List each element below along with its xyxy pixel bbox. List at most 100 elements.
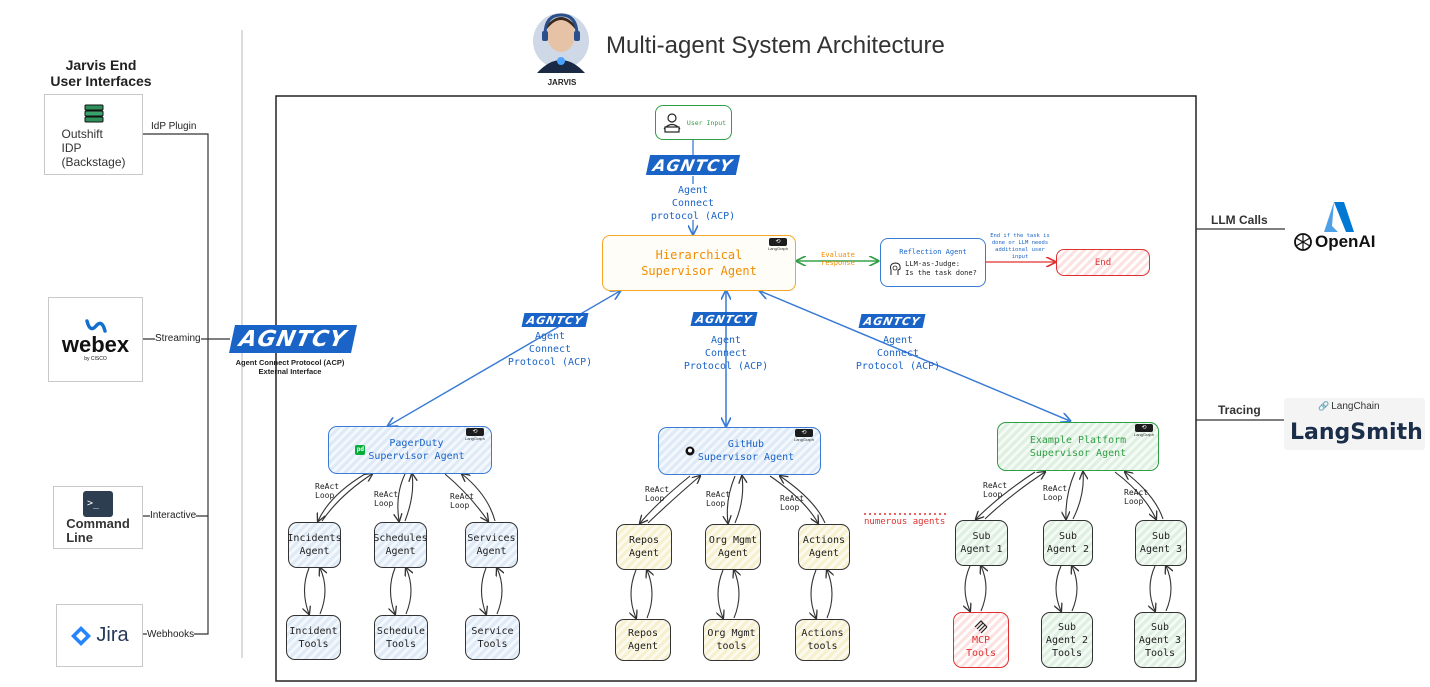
incidents-agent[interactable]: Incidents Agent xyxy=(287,522,342,568)
agntcy-logo-top: AGNTCY xyxy=(645,155,741,175)
actions-agent[interactable]: Actions Agent xyxy=(798,524,850,570)
interface-card-command-line[interactable]: >_ Command Line xyxy=(53,486,143,549)
services-agent[interactable]: Services Agent xyxy=(465,522,518,568)
sub-agent-3[interactable]: Sub Agent 3 xyxy=(1135,520,1187,566)
terminal-icon: >_ xyxy=(83,490,113,517)
langgraph-icon: ⟲ xyxy=(1135,424,1153,432)
evaluate-response-label: Evaluate response xyxy=(821,251,855,267)
webex-wordmark: webex xyxy=(61,331,130,357)
acp-label-center: Agent Connect Protocol (ACP) xyxy=(683,335,769,372)
jira-logo-icon xyxy=(71,625,92,646)
react-loop-label: ReAct Loop xyxy=(983,481,1008,499)
sub-agent-2-tools[interactable]: Sub Agent 2 Tools xyxy=(1041,612,1093,668)
left-panel-heading: Jarvis End User Interfaces xyxy=(50,57,152,89)
webex-subtitle: by CISCO xyxy=(84,355,107,362)
mcp-tools-label: MCP Tools xyxy=(965,635,997,659)
interface-card-jira[interactable]: Jira xyxy=(56,604,143,667)
user-input-box[interactable]: User Input xyxy=(655,105,732,140)
example-platform-supervisor-agent[interactable]: Example Platform Supervisor Agent xyxy=(997,422,1159,471)
jarvis-avatar xyxy=(531,7,591,75)
gateway-caption: Agent Connect Protocol (ACP) External In… xyxy=(235,358,345,376)
page-title: Multi-agent System Architecture xyxy=(606,32,945,59)
langchain-icon: 🔗 xyxy=(1318,401,1330,411)
end-box[interactable]: End xyxy=(1056,249,1150,276)
langgraph-badge: ⟲LangGraph xyxy=(1133,424,1154,437)
react-loop-label: ReAct Loop xyxy=(450,492,475,510)
reflection-body: LLM-as-Judge: Is the task done? xyxy=(905,259,977,277)
schedule-tools[interactable]: Schedule Tools xyxy=(374,615,428,660)
react-loop-label: ReAct Loop xyxy=(315,482,340,500)
langchain-wordmark: LangChain xyxy=(1331,401,1380,412)
user-input-label: User Input xyxy=(686,118,727,127)
azure-logo xyxy=(1322,200,1356,234)
acp-label-top: Agent Connect protocol (ACP) xyxy=(650,185,736,222)
azure-icon xyxy=(1324,202,1354,232)
langgraph-icon: ⟲ xyxy=(466,428,484,436)
numerous-agents-label: numerous agents xyxy=(864,517,946,527)
pagerduty-icon: pd xyxy=(355,445,366,455)
langgraph-icon: ⟲ xyxy=(769,238,787,246)
interface-name: Outshift IDP (Backstage) xyxy=(61,126,126,169)
channel-label-streaming: Streaming xyxy=(155,333,201,344)
jarvis-avatar-icon xyxy=(533,13,589,73)
jira-wordmark: Jira xyxy=(96,624,129,646)
mcp-tools[interactable]: MCP Tools xyxy=(953,612,1009,668)
repos-tools[interactable]: Repos Agent xyxy=(615,619,671,661)
agntcy-logo-right: AGNTCY xyxy=(858,314,926,328)
github-supervisor-label: GitHub Supervisor Agent xyxy=(697,439,795,463)
interface-card-idp[interactable]: Outshift IDP (Backstage) xyxy=(44,94,143,175)
schedules-agent[interactable]: Schedules Agent xyxy=(373,522,428,568)
langsmith-wordmark: LangSmith xyxy=(1290,420,1423,445)
langsmith-card: 🔗 LangChain LangSmith xyxy=(1284,398,1425,450)
hierarchical-supervisor-agent[interactable]: Hierarchical Supervisor Agent xyxy=(602,235,796,291)
pagerduty-supervisor-label: PagerDuty Supervisor Agent xyxy=(368,438,465,462)
end-label: End xyxy=(1094,257,1112,268)
langgraph-badge: ⟲ LangGraph xyxy=(767,238,788,251)
agntcy-gateway-logo: AGNTCY xyxy=(229,325,357,353)
service-tools[interactable]: Service Tools xyxy=(465,615,520,660)
agntcy-logo-left: AGNTCY xyxy=(521,313,589,327)
channel-label-idp-plugin: IdP Plugin xyxy=(151,121,197,132)
sub-agent-2[interactable]: Sub Agent 2 xyxy=(1043,520,1093,566)
actions-tools[interactable]: Actions tools xyxy=(795,619,850,661)
openai-icon xyxy=(1294,233,1312,251)
react-loop-label: ReAct Loop xyxy=(645,485,670,503)
org-mgmt-agent[interactable]: Org Mgmt Agent xyxy=(705,524,761,570)
interface-card-webex[interactable]: webex by CISCO xyxy=(48,297,143,382)
cube-stack-icon xyxy=(84,104,103,122)
agntcy-logo-center: AGNTCY xyxy=(690,312,758,326)
llm-calls-label: LLM Calls xyxy=(1211,213,1268,227)
sub-agent-1[interactable]: Sub Agent 1 xyxy=(955,520,1008,566)
org-mgmt-tools[interactable]: Org Mgmt tools xyxy=(703,619,760,661)
tracing-label: Tracing xyxy=(1218,403,1261,417)
openai-wordmark: OpenAI xyxy=(1315,232,1376,251)
react-loop-label: ReAct Loop xyxy=(780,494,805,512)
jarvis-label: JARVIS xyxy=(547,78,577,87)
acp-label-left: Agent Connect Protocol (ACP) xyxy=(507,331,593,368)
interface-name: Command Line xyxy=(66,515,130,545)
react-loop-label: ReAct Loop xyxy=(1043,484,1068,502)
react-loop-label: ReAct Loop xyxy=(374,490,399,508)
pagerduty-supervisor-agent[interactable]: pd PagerDuty Supervisor Agent xyxy=(328,426,492,474)
react-loop-label: ReAct Loop xyxy=(1124,488,1149,506)
user-at-laptop-icon xyxy=(663,112,681,133)
sub-agent-3-tools[interactable]: Sub Agent 3 Tools xyxy=(1134,612,1186,668)
mcp-icon xyxy=(974,620,988,634)
end-condition-note: End if the task is done or LLM needs add… xyxy=(990,233,1050,260)
github-supervisor-agent[interactable]: GitHub Supervisor Agent xyxy=(658,427,821,475)
reflection-agent-box[interactable]: Reflection Agent LLM-as-Judge: Is the ta… xyxy=(880,238,986,287)
webex-logo-icon xyxy=(84,318,107,333)
incident-tools[interactable]: Incident Tools xyxy=(286,615,341,660)
brain-head-icon xyxy=(890,261,901,275)
repos-agent[interactable]: Repos Agent xyxy=(616,524,672,570)
channel-label-interactive: Interactive xyxy=(150,510,197,521)
supervisor-label: Hierarchical Supervisor Agent xyxy=(641,248,757,278)
acp-label-right: Agent Connect Protocol (ACP) xyxy=(855,335,941,372)
openai-logo: OpenAI xyxy=(1293,232,1375,252)
langgraph-icon: ⟲ xyxy=(795,429,813,437)
reflection-title: Reflection Agent xyxy=(899,247,967,256)
langgraph-badge: ⟲LangGraph xyxy=(464,428,485,441)
react-loop-label: ReAct Loop xyxy=(706,490,731,508)
channel-label-webhooks: Webhooks xyxy=(147,629,195,640)
